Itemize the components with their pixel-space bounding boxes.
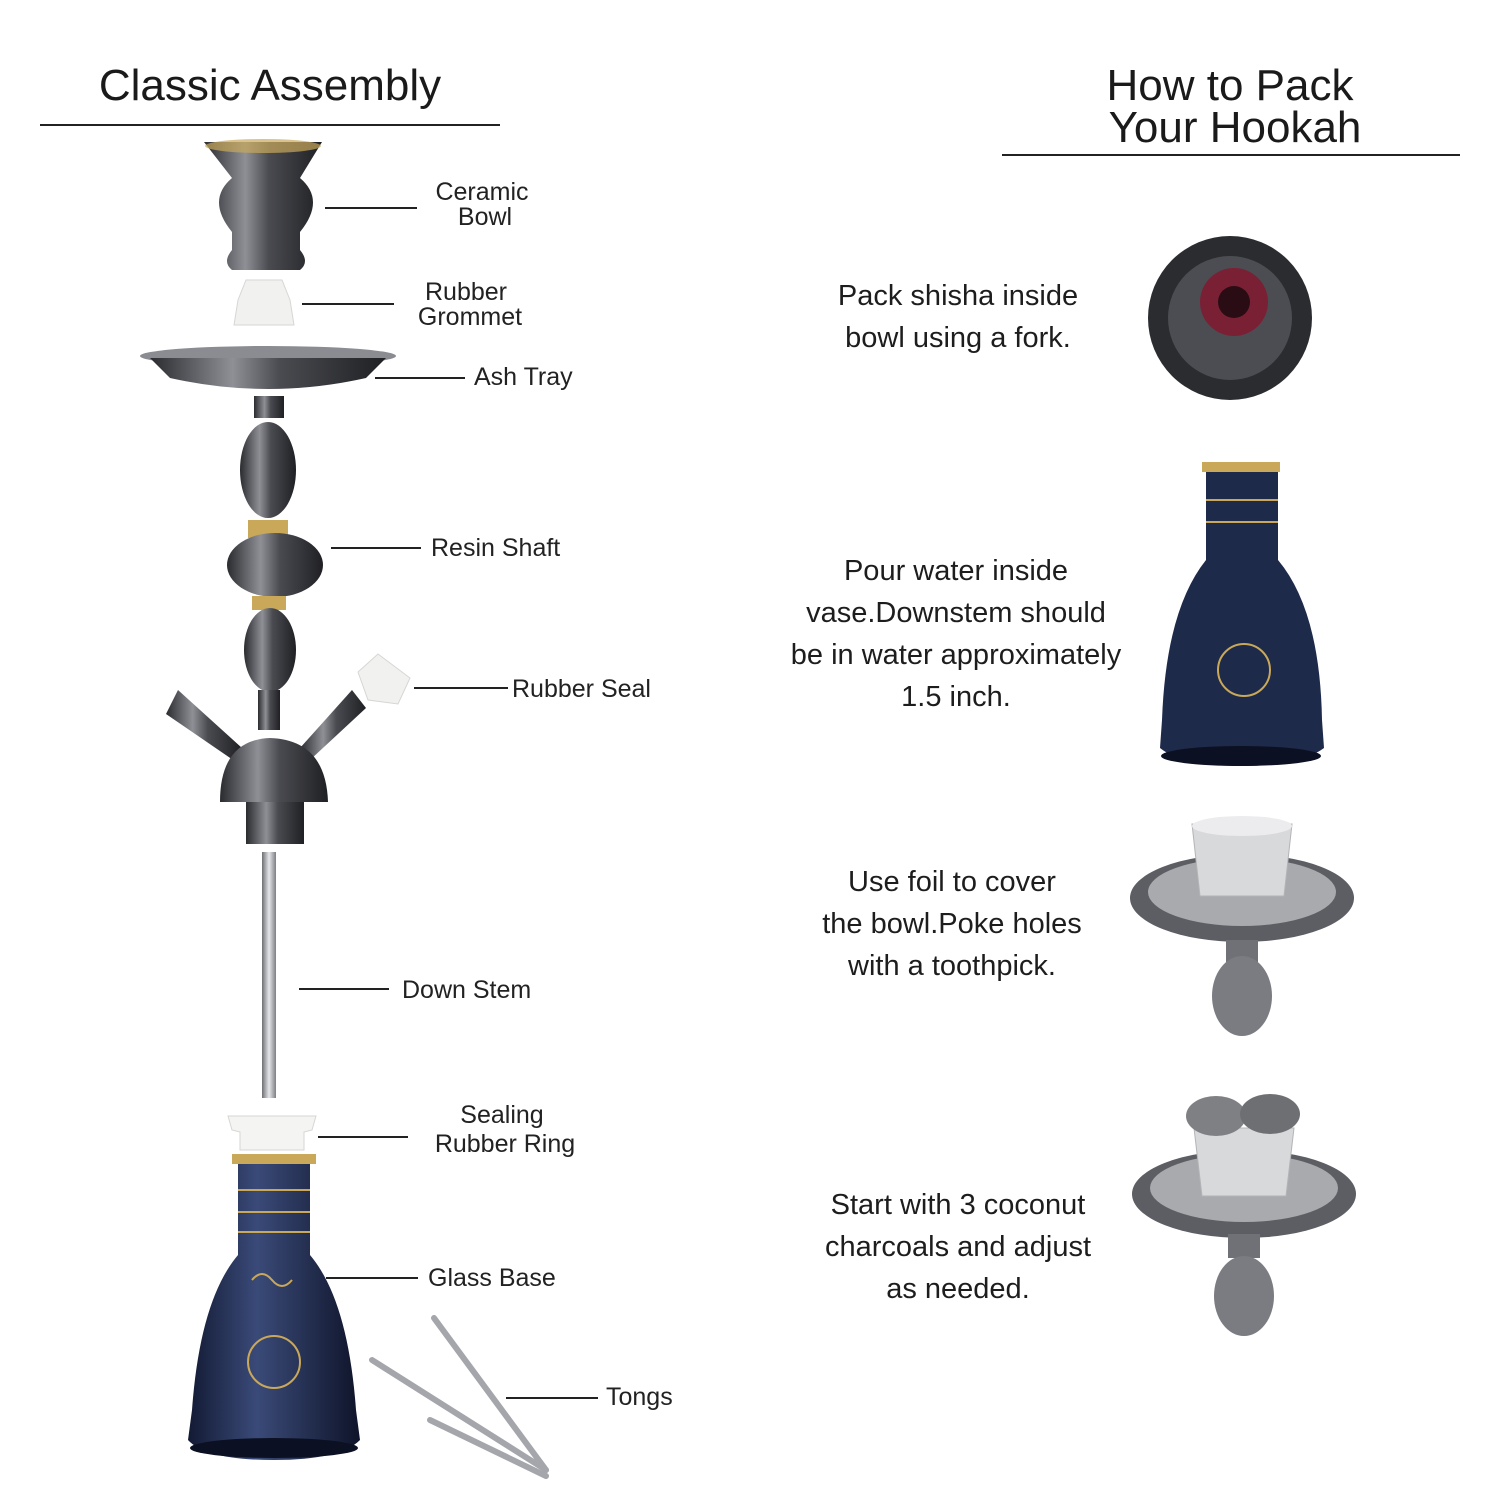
rubber-grommet-graphic (233, 279, 295, 326)
step-4-line: as needed. (886, 1273, 1030, 1305)
rubber-seal-graphic (357, 653, 411, 705)
step-2-text: Pour water inside vase.Downstem should b… (746, 550, 1166, 718)
step-3-line: Use foil to cover (848, 866, 1056, 898)
step-2-line: 1.5 inch. (901, 681, 1011, 713)
resin-shaft-graphic (227, 396, 323, 730)
packing-title-line2: Your Hookah (1108, 103, 1362, 152)
step2-vase-graphic (1160, 462, 1324, 766)
body-graphic (220, 738, 328, 844)
right-hose-port-graphic (300, 690, 366, 760)
left-hose-port-graphic (166, 690, 242, 762)
step-2-line: be in water approximately (790, 639, 1122, 671)
step1-bowl-graphic (1148, 236, 1312, 400)
step-3-text: Use foil to cover the bowl.Poke holes wi… (742, 861, 1162, 987)
label-rubber-grommet-line2: Grommet (417, 303, 523, 331)
label-rubber-grommet-line1: Rubber (425, 278, 507, 306)
label-sealing-rubber-ring-line1: Sealing (460, 1101, 544, 1129)
sealing-rubber-ring-graphic (227, 1115, 317, 1151)
leader-tongs (506, 1397, 598, 1399)
leader-rubber-seal (414, 687, 508, 689)
step4-charcoal-bowl-graphic (1132, 1094, 1356, 1336)
step-4-line: charcoals and adjust (825, 1231, 1091, 1263)
step-2-line: vase.Downstem should (806, 597, 1106, 629)
leader-ceramic-bowl (325, 207, 417, 209)
label-rubber-seal: Rubber Seal (512, 675, 651, 703)
label-resin-shaft: Resin Shaft (431, 534, 561, 562)
label-sealing-rubber-ring-line2: Rubber Ring (434, 1130, 576, 1158)
step-4-line: Start with 3 coconut (830, 1189, 1086, 1221)
step-2-line: Pour water inside (843, 555, 1069, 587)
step-1-line: bowl using a fork. (845, 322, 1071, 354)
step-1-line: Pack shisha inside (837, 280, 1079, 312)
leader-glass-base (326, 1277, 418, 1279)
ceramic-bowl-graphic (204, 139, 322, 270)
down-stem-graphic (262, 852, 276, 1098)
step-3-line: the bowl.Poke holes (822, 908, 1082, 940)
leader-resin-shaft (331, 547, 421, 549)
assembly-title-rule (40, 124, 500, 126)
step-1-text: Pack shisha inside bowl using a fork. (748, 275, 1168, 359)
leader-ash-tray (375, 377, 465, 379)
label-ceramic-bowl-line2: Bowl (457, 203, 513, 231)
assembly-title: Classic Assembly (98, 61, 442, 110)
label-glass-base: Glass Base (428, 1264, 556, 1292)
leader-down-stem (299, 988, 389, 990)
tongs-graphic (369, 1315, 549, 1479)
label-down-stem: Down Stem (402, 976, 532, 1004)
step-3-line: with a toothpick. (848, 950, 1056, 982)
glass-base-graphic (188, 1154, 360, 1460)
leader-sealing-rubber-ring (318, 1136, 408, 1138)
label-tongs: Tongs (606, 1383, 673, 1411)
label-ceramic-bowl-line1: Ceramic (435, 178, 529, 206)
label-ash-tray: Ash Tray (474, 363, 573, 391)
packing-title-rule (1002, 154, 1460, 156)
leader-rubber-grommet (302, 303, 394, 305)
packing-title-line1: How to Pack (1106, 61, 1354, 110)
step3-foil-bowl-graphic (1130, 816, 1354, 1036)
step-4-text: Start with 3 coconut charcoals and adjus… (748, 1184, 1168, 1310)
ash-tray-graphic (140, 346, 396, 389)
